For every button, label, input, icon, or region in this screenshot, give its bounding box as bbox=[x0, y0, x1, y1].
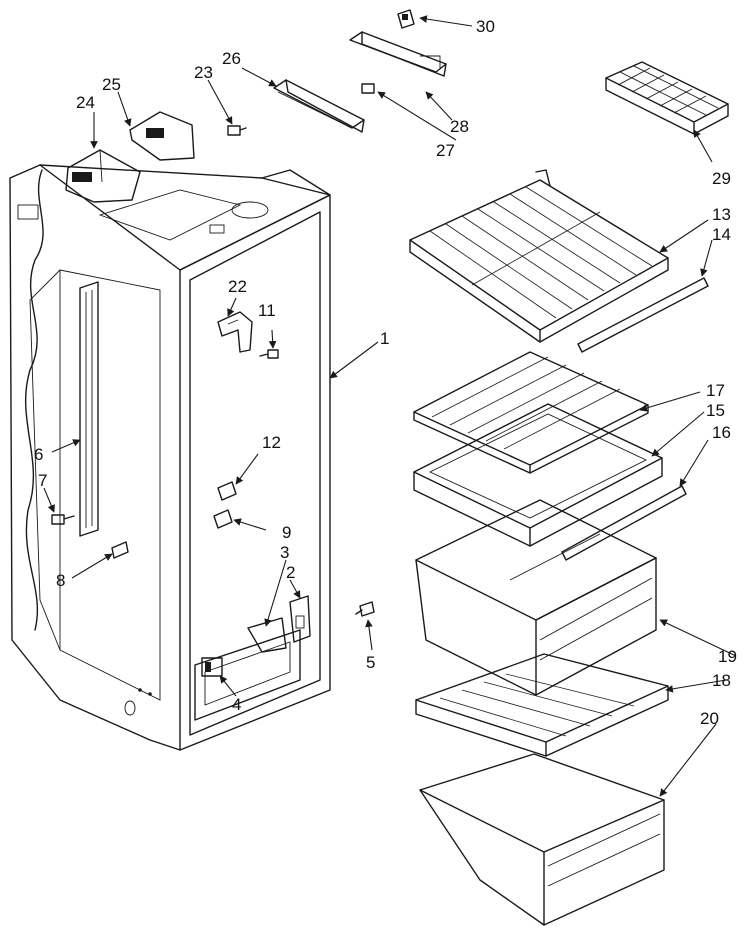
callout-6: 6 bbox=[34, 445, 43, 464]
ice-tray-29 bbox=[605, 61, 729, 135]
callout-11: 11 bbox=[258, 301, 276, 320]
clip-9 bbox=[213, 509, 233, 529]
light-socket-4 bbox=[201, 657, 223, 677]
trim-strip-16 bbox=[561, 485, 687, 561]
screw-27 bbox=[361, 83, 375, 94]
cabinet-liner bbox=[9, 164, 331, 751]
callout-30: 30 bbox=[476, 17, 495, 36]
callout-23: 23 bbox=[194, 63, 213, 82]
screw-7 bbox=[51, 514, 75, 525]
clip-30 bbox=[397, 9, 415, 29]
trim-strip-14 bbox=[577, 277, 709, 353]
callout-9: 9 bbox=[282, 523, 291, 542]
drawer-cover-18 bbox=[415, 653, 669, 757]
callout-25: 25 bbox=[102, 75, 121, 94]
callout-26: 26 bbox=[222, 49, 241, 68]
callout-28: 28 bbox=[450, 117, 469, 136]
callout-29: 29 bbox=[712, 169, 731, 188]
bracket-28 bbox=[349, 31, 447, 77]
callout-18: 18 bbox=[712, 671, 731, 690]
bracket-22 bbox=[217, 311, 253, 353]
callout-22: 22 bbox=[228, 277, 247, 296]
callout-4: 4 bbox=[232, 695, 241, 714]
callout-27: 27 bbox=[436, 141, 455, 160]
channel-26 bbox=[273, 79, 365, 133]
bracket-2 bbox=[289, 595, 311, 643]
callout-13: 13 bbox=[712, 205, 731, 224]
callout-14: 14 bbox=[712, 225, 731, 244]
shelf-frame-15 bbox=[413, 403, 663, 547]
callout-24: 24 bbox=[76, 93, 95, 112]
callout-7: 7 bbox=[38, 471, 47, 490]
control-housing-24 bbox=[65, 149, 141, 203]
callout-3: 3 bbox=[280, 543, 289, 562]
shelf-rail bbox=[79, 281, 99, 537]
callout-15: 15 bbox=[706, 401, 725, 420]
callout-2: 2 bbox=[286, 563, 295, 582]
screw-11 bbox=[259, 349, 279, 359]
callout-17: 17 bbox=[706, 381, 725, 400]
callout-16: 16 bbox=[712, 423, 731, 442]
callout-19: 19 bbox=[718, 647, 737, 666]
callout-20: 20 bbox=[700, 709, 719, 728]
screw-5 bbox=[355, 601, 375, 617]
drawer-20 bbox=[419, 753, 665, 926]
leader-lines bbox=[43, 15, 737, 797]
callout-labels: 30 26 23 25 24 28 27 29 13 14 22 11 1 17… bbox=[34, 17, 737, 728]
callout-8: 8 bbox=[56, 571, 65, 590]
callout-5: 5 bbox=[366, 653, 375, 672]
wire-shelf-13 bbox=[409, 169, 669, 343]
clip-8 bbox=[111, 541, 129, 559]
crisper-drawer-19 bbox=[415, 499, 657, 696]
clip-12 bbox=[217, 481, 237, 501]
screw-23 bbox=[227, 125, 247, 136]
callout-12: 12 bbox=[262, 433, 281, 452]
callout-1: 1 bbox=[380, 329, 389, 348]
glass-shelf-17 bbox=[413, 351, 649, 474]
bracket-25 bbox=[129, 111, 195, 161]
